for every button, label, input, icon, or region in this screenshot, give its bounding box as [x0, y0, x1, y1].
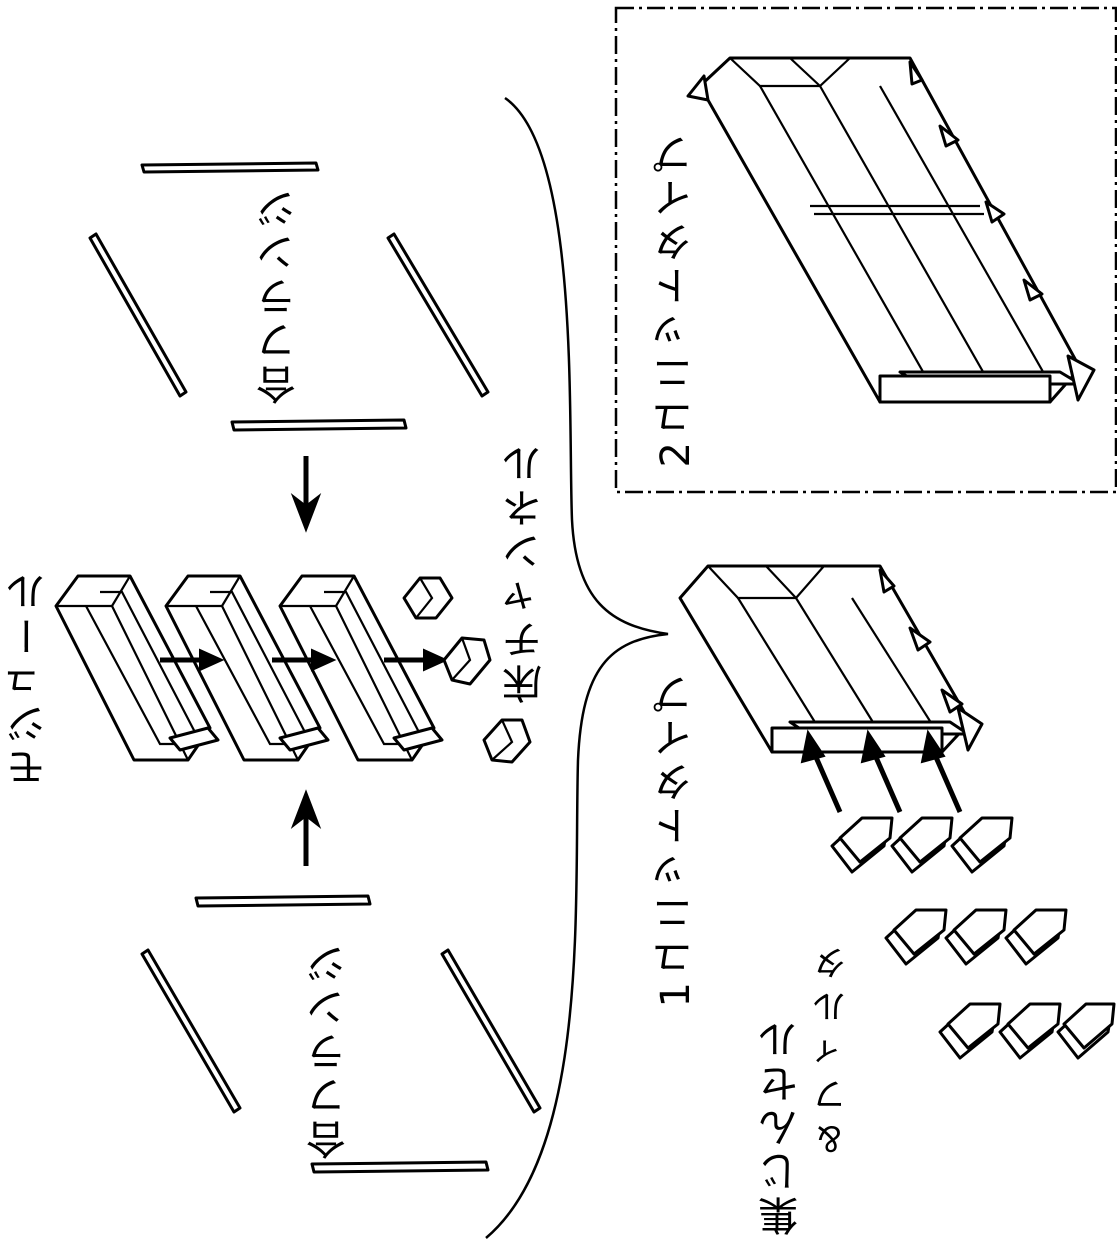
flange-bar-top-upper [140, 161, 320, 174]
label-two-unit-type: 2ユニットタイプ [653, 130, 699, 468]
floor-channel-group [402, 576, 532, 764]
label-flange-bottom: 合フランジ [307, 940, 353, 1160]
flange-bar-bottom-left [140, 948, 242, 1114]
dust-cell-filter-stacks [830, 816, 1116, 1060]
top-flange-group [88, 161, 490, 432]
flange-bar-top-right [386, 232, 490, 398]
flange-bar-top-left [88, 232, 188, 398]
label-floor-channel: 床チャンネル [503, 440, 549, 704]
label-filter: ＆フィルタ [813, 936, 853, 1156]
two-unit-type-box [614, 6, 1117, 494]
label-one-unit-type: 1ユニットタイプ [653, 670, 699, 1008]
grouping-brace [485, 96, 669, 1239]
module-group [54, 574, 449, 762]
flange-bar-bottom-right [440, 948, 542, 1114]
label-dust-cell: 集じんセル [759, 1016, 805, 1236]
assembly-arrows-vertical [290, 456, 322, 866]
label-flange-top: 合フランジ [257, 185, 303, 405]
label-module: モジュール [7, 568, 53, 788]
bottom-flange-group [140, 894, 542, 1174]
flange-bar-top-lower [230, 418, 408, 432]
flange-bar-bottom-upper [194, 894, 372, 908]
one-unit-type-assembly [678, 564, 984, 814]
flange-bar-bottom-lower [310, 1160, 490, 1174]
